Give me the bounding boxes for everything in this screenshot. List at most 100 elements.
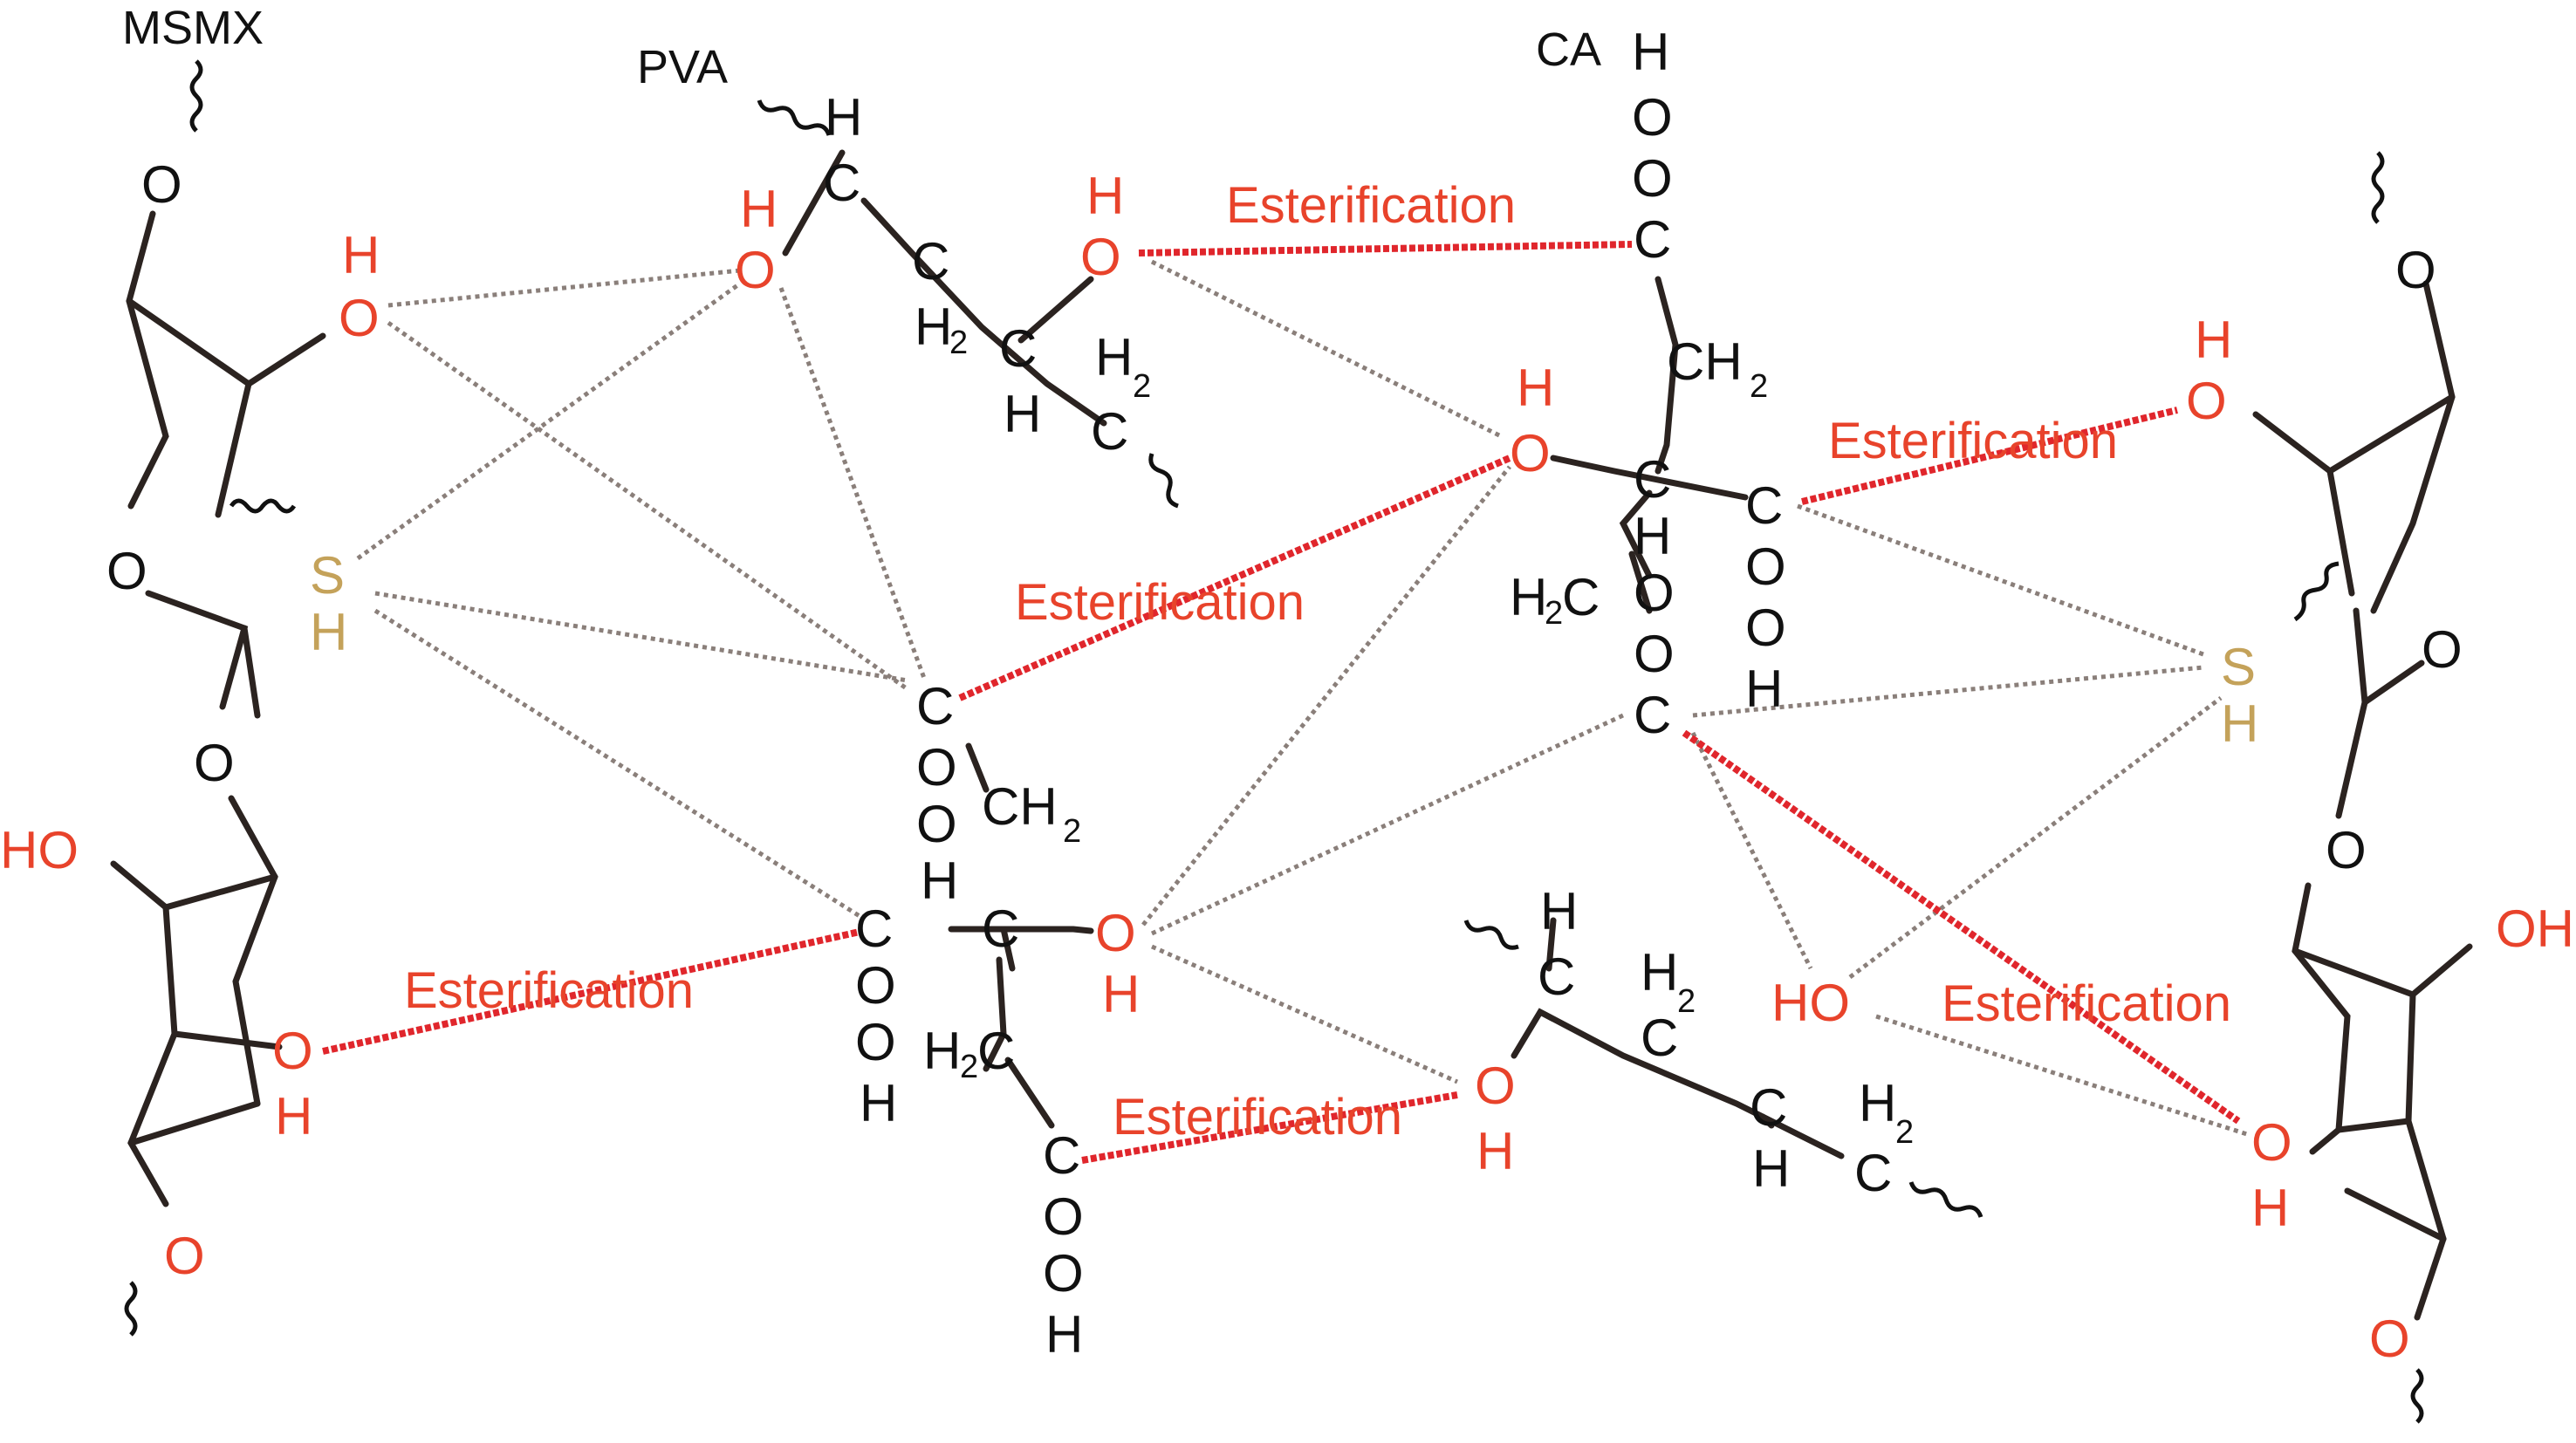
atom-c: C [1634, 450, 1671, 509]
atom-c: C [1634, 210, 1671, 269]
atom-c: C [999, 319, 1037, 378]
atom-c: C [1562, 568, 1600, 626]
atom-o: O [1043, 1187, 1084, 1246]
group-ch: CH [1667, 332, 1743, 391]
atom-h: H [275, 1087, 312, 1146]
atom-h: H [1634, 507, 1671, 565]
atom-h: H [1752, 1139, 1790, 1198]
hydroxyl-oh: OH [2496, 899, 2574, 958]
atom-o: O [2395, 241, 2436, 299]
atom-c: C [1641, 1009, 1678, 1067]
atom-c: C [977, 1022, 1015, 1080]
atom-o: O [2186, 372, 2227, 430]
subscript-2: 2 [1063, 813, 1081, 850]
atom-o: O [164, 1227, 205, 1285]
atom-o: O [1634, 625, 1675, 683]
hydroxyl-ho: HO [1771, 974, 1850, 1032]
atom-o: O [1095, 904, 1136, 962]
atom-h: H [1004, 385, 1041, 443]
atom-h: H [2251, 1179, 2289, 1237]
atom-c: C [1538, 947, 1575, 1006]
atom-h: H [1095, 328, 1133, 386]
esterification-label: Esterification [1828, 413, 2118, 469]
atom-c: C [1091, 402, 1128, 461]
atom-o: O [735, 241, 776, 299]
label-ca: CA [1536, 24, 1601, 76]
atom-h: H [1510, 568, 1547, 626]
atom-h: H [915, 297, 952, 356]
atom-h: H [1476, 1122, 1514, 1180]
atom-o: O [916, 795, 957, 853]
atom-o: O [916, 738, 957, 797]
atom-o: O [1510, 424, 1551, 482]
atom-o: O [855, 1013, 896, 1071]
atom-h: H [1086, 167, 1124, 225]
msmx-right-atoms: O H O S H O O OH O H O [2186, 241, 2574, 1368]
atom-c: C [916, 677, 954, 735]
atom-o: O [1475, 1057, 1516, 1115]
atom-c: C [1750, 1078, 1787, 1137]
msmx-left-atoms: O H O O S H O HO O H O [0, 155, 380, 1285]
atom-o: O [1745, 537, 1786, 596]
pva-bottom-atoms: H C H 2 C O H C H H 2 C [1475, 882, 1914, 1202]
atom-h: H [310, 603, 347, 661]
atom-h: H [740, 180, 778, 238]
atom-c: C [982, 899, 1019, 958]
atom-c: C [1854, 1144, 1892, 1202]
atom-o: O [339, 289, 380, 347]
group-ch: CH [982, 777, 1058, 836]
atom-o: O [2251, 1113, 2292, 1172]
atom-h: H [1632, 23, 1669, 81]
atom-s: S [2221, 638, 2256, 696]
atom-o: O [1080, 228, 1121, 286]
subscript-2: 2 [1895, 1114, 1914, 1151]
atom-c: C [823, 154, 860, 212]
atom-s: S [310, 546, 345, 605]
subscript-2: 2 [949, 325, 968, 361]
atom-h: H [860, 1074, 897, 1132]
atom-o: O [1745, 598, 1786, 657]
atom-h: H [921, 851, 958, 910]
ca-bottom-atoms: C O O H CH 2 C O O H C O H H 2 C C O O H [855, 677, 1140, 1364]
atom-o: O [2326, 821, 2367, 879]
atom-h: H [1045, 1305, 1083, 1364]
atom-h: H [342, 226, 380, 284]
wavy-chain-ends [124, 59, 2424, 1424]
atom-o: O [141, 155, 182, 214]
ca-top-atoms: H O O C CH 2 H O C H C O O H H 2 C O O C [1510, 23, 1786, 744]
label-pva: PVA [637, 41, 728, 93]
atom-o: O [1632, 88, 1673, 147]
atom-o: O [1043, 1244, 1084, 1303]
hydroxyl-ho: HO [0, 821, 79, 879]
atom-o: O [272, 1022, 313, 1080]
esterification-label: Esterification [1113, 1089, 1402, 1146]
atom-h: H [2221, 694, 2258, 753]
subscript-2: 2 [1545, 595, 1563, 632]
atom-h: H [2195, 311, 2232, 369]
atom-o: O [1632, 149, 1673, 208]
atom-h: H [1102, 965, 1140, 1023]
hydrogen-bond-lines [356, 259, 2248, 1137]
atom-h: H [825, 88, 862, 147]
atom-h: H [1540, 882, 1578, 940]
atom-o: O [194, 734, 235, 792]
atom-c: C [1043, 1126, 1080, 1185]
atom-h: H [1859, 1074, 1896, 1132]
atom-h: H [1641, 943, 1678, 1002]
subscript-2: 2 [960, 1049, 978, 1085]
atom-o: O [2369, 1310, 2410, 1368]
esterification-label: Esterification [404, 962, 694, 1019]
subscript-2: 2 [1750, 368, 1768, 405]
atom-c: C [912, 232, 949, 291]
esterification-label: Esterification [1015, 574, 1305, 631]
atom-h: H [923, 1022, 961, 1080]
atom-c: C [1745, 476, 1783, 535]
atom-h: H [1517, 359, 1554, 417]
atom-o: O [106, 542, 147, 600]
esterification-lines [322, 241, 2241, 1164]
atom-c: C [855, 899, 893, 958]
covalent-bonds [110, 149, 2473, 1321]
pva-top-atoms: H C H O H O C H 2 C H H 2 C [735, 88, 1151, 461]
atom-o: O [2422, 620, 2463, 679]
